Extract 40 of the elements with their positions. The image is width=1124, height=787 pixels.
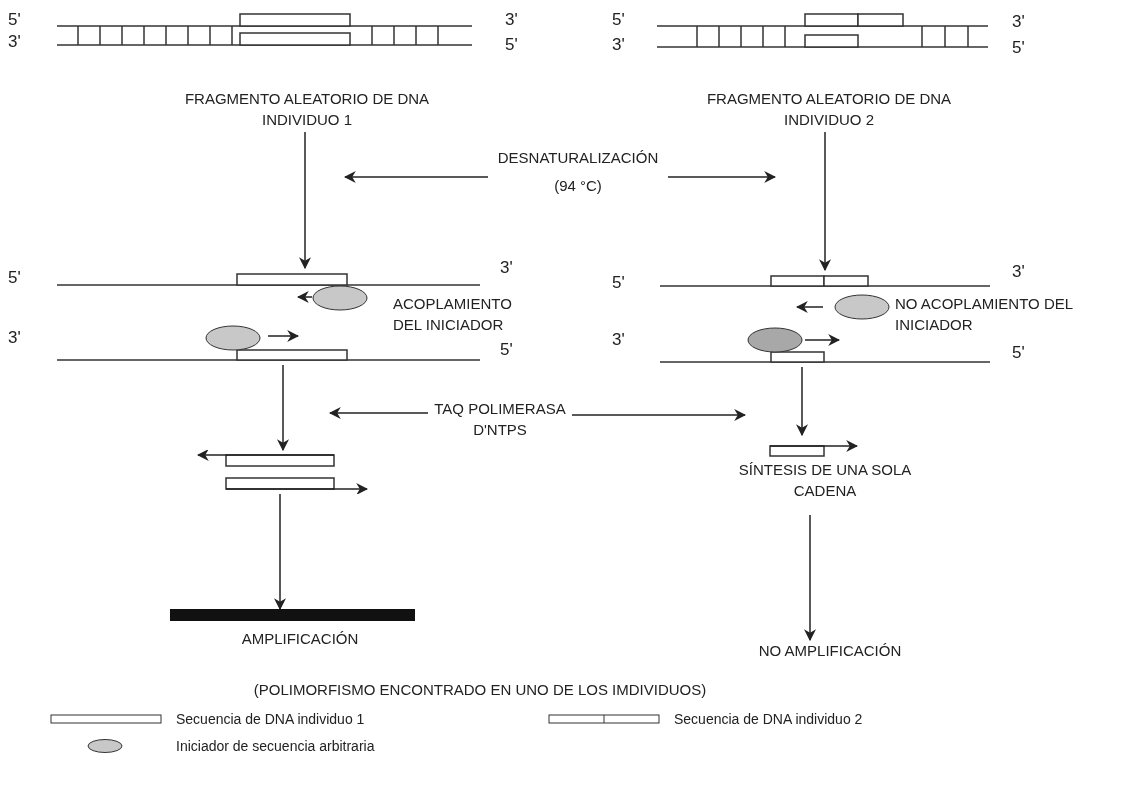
arrow [299,131,311,270]
legend-text: Secuencia de DNA individuo 1 [176,710,365,728]
step-label: TAQ POLIMERASA D'NTPS [433,399,567,440]
strand-end-label: 5' [505,35,518,55]
step-label: NO AMPLIFICACIÓN [758,641,902,661]
arrow [819,131,831,272]
arrow [571,409,747,421]
step-label: ACOPLAMIENTO DEL INICIADOR [393,294,513,335]
strand-end-label: 5' [500,340,513,360]
arrow [343,171,489,183]
step-label: FRAGMENTO ALEATORIO DE DNA INDIVIDUO 1 [183,89,431,130]
step-label: DESNATURALIZACIÓN (94 °C) [496,148,660,196]
step-label: NO ACOPLAMIENTO DEL INICIADOR [895,294,1074,335]
strand-end-label: 3' [612,330,625,350]
strand-end-label: 5' [612,10,625,30]
strand-end-label: 3' [8,328,21,348]
arrow [804,514,816,642]
strand-end-label: 3' [500,258,513,278]
step-label: FRAGMENTO ALEATORIO DE DNA INDIVIDUO 2 [705,89,953,130]
strand-end-label: 3' [1012,262,1025,282]
strand-end-label: 5' [1012,38,1025,58]
arrow [277,364,289,452]
arrow [667,171,777,183]
strand-end-label: 5' [8,268,21,288]
note-text: (POLIMORFISMO ENCONTRADO EN UNO DE LOS IMDIVIDUOS) [252,680,708,700]
legend-text: Iniciador de secuencia arbitraria [176,737,375,755]
legend-text: Secuencia de DNA individuo 2 [674,710,863,728]
step-label: SÍNTESIS DE UNA SOLA CADENA [737,460,913,501]
strand-end-label: 5' [1012,343,1025,363]
strand-end-label: 3' [8,32,21,52]
arrow [328,407,429,419]
step-caption: AMPLIFICACIÓN [240,629,360,649]
strand-end-label: 3' [612,35,625,55]
strand-end-label: 3' [505,10,518,30]
strand-end-label: 5' [612,273,625,293]
strand-end-label: 5' [8,10,21,30]
arrow [274,493,286,611]
strand-end-label: 3' [1012,12,1025,32]
arrow [796,366,808,437]
amplified-band [170,609,415,621]
